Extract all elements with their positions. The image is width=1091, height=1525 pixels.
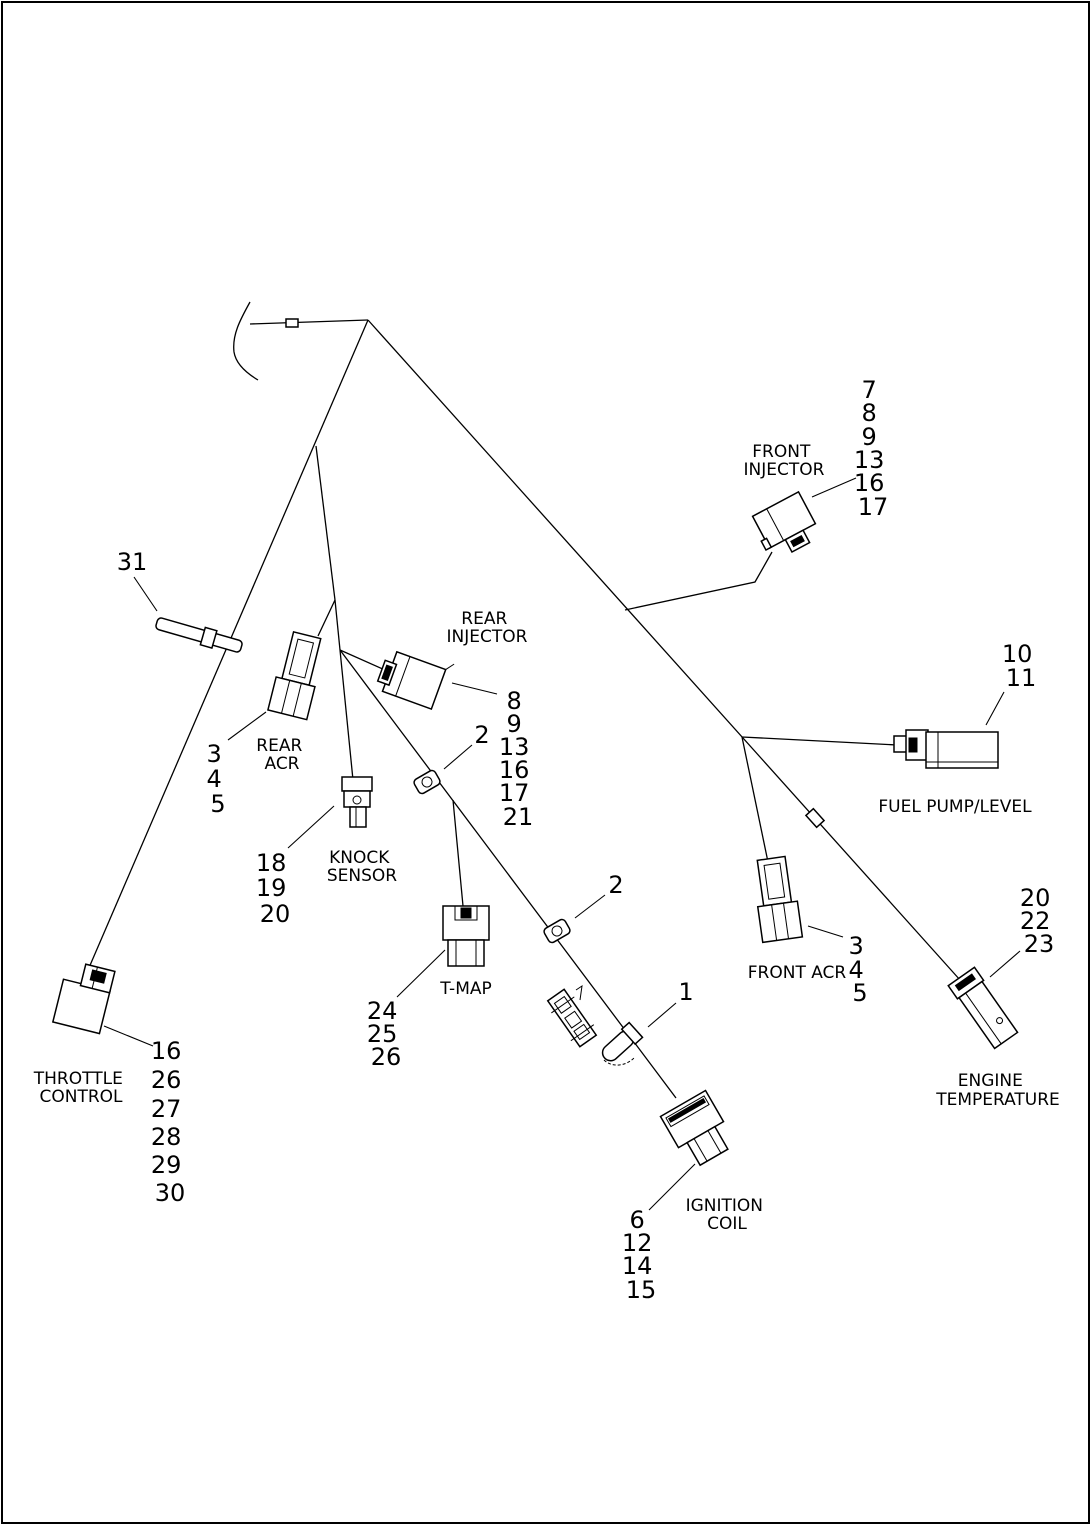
wire-rear-acr-stub — [317, 599, 336, 637]
rear-injector-callouts: 8 9 13 16 17 21 — [499, 687, 537, 831]
clip-lower — [543, 918, 571, 944]
front-acr-label: FRONT ACR — [748, 963, 847, 983]
wire-knock-branch — [334, 599, 354, 781]
engine-temperature-connector — [947, 966, 1019, 1050]
component-labels: FRONT INJECTOR REAR INJECTOR REAR ACR KN… — [33, 442, 1060, 1234]
engine-temperature-callouts: 20 22 23 — [1020, 884, 1058, 958]
wire-tmap-branch — [452, 799, 464, 907]
leader-lines — [103, 477, 1021, 1211]
wire-front-acr-branch — [741, 736, 769, 863]
ignition-coil-label: IGNITION COIL — [686, 1196, 769, 1234]
t-map-label: T-MAP — [439, 979, 492, 999]
rear-injector-connector — [376, 650, 455, 711]
ignition-coil-connector — [659, 1089, 729, 1167]
knock-sensor-label: KNOCK SENSOR — [327, 848, 397, 886]
throttle-control-callouts: 16 26 27 28 29 30 — [151, 1037, 189, 1207]
clip-upper-callout: 2 — [474, 721, 489, 749]
harness-trunk — [249, 319, 369, 325]
fuel-pump-callouts: 10 11 — [1002, 640, 1040, 692]
fuel-pump-connector — [893, 729, 999, 769]
wire-rear-injector-stub — [339, 649, 386, 671]
t-map-connector — [442, 905, 490, 967]
ignition-coil-callouts: 6 12 14 15 — [622, 1206, 660, 1304]
throttle-control-label: THROTTLE CONTROL — [33, 1069, 128, 1107]
t-map-callouts: 24 25 26 — [367, 997, 405, 1071]
wire-main-diagonal — [367, 319, 979, 1001]
harness-sleeve — [155, 617, 243, 653]
wire-coil-branch — [339, 649, 677, 1099]
clip-lower-callout: 2 — [608, 871, 623, 899]
front-acr-connector — [756, 855, 804, 944]
wire-fuel-pump-branch — [741, 736, 898, 746]
throttle-control-connector — [51, 963, 116, 1035]
wire-rear-branch — [315, 445, 336, 601]
rear-acr-callouts: 3 4 5 — [207, 740, 230, 818]
fuel-pump-label: FUEL PUMP/LEVEL — [878, 797, 1032, 817]
rear-acr-label: REAR ACR — [256, 736, 307, 774]
front-branch-connector — [804, 807, 826, 829]
knock-sensor-connector — [341, 776, 373, 828]
spark-plug-callout: 1 — [678, 978, 693, 1006]
front-injector-connector — [751, 490, 817, 554]
front-injector-label: FRONT INJECTOR — [744, 442, 825, 480]
spark-plug-terminal — [546, 984, 644, 1066]
rear-injector-label: REAR INJECTOR — [447, 609, 528, 647]
harness-trunk-end — [233, 301, 259, 381]
rear-acr-connector — [267, 630, 322, 721]
callout-numbers: 7 8 9 13 16 17 8 9 13 16 17 21 3 4 5 18 … — [117, 376, 1058, 1304]
engine-temperature-label: ENGINE TEMPERATURE — [935, 1071, 1060, 1110]
trunk-connector — [285, 318, 299, 328]
clip-upper — [413, 769, 441, 795]
harness-sleeve-callout: 31 — [117, 548, 148, 576]
knock-sensor-callouts: 18 19 20 — [256, 849, 294, 928]
wire-front-injector-branch — [624, 551, 773, 611]
front-injector-callouts: 7 8 9 13 16 17 — [854, 376, 892, 521]
front-acr-callouts: 3 4 5 — [849, 932, 872, 1007]
